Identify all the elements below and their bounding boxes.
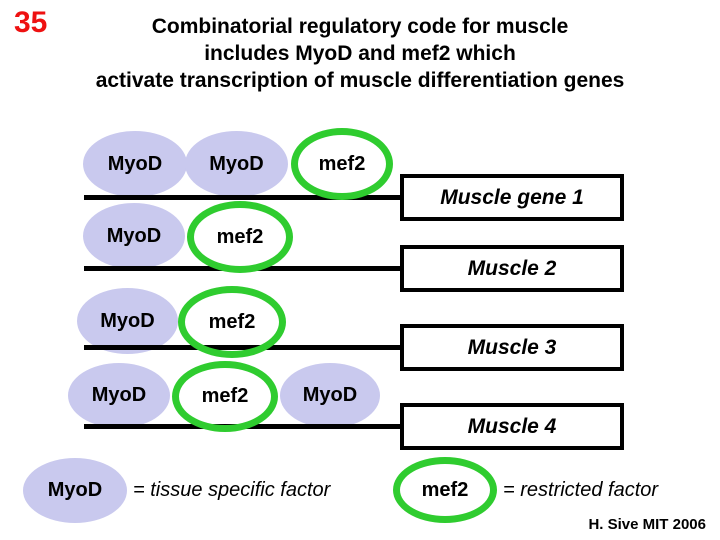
title-line-3: activate transcription of muscle differe… xyxy=(95,69,625,92)
gene-box-label: Muscle 3 xyxy=(467,335,557,359)
slide-title: Combinatorial regulatory code for muscle… xyxy=(0,13,720,94)
gene-box-1: Muscle gene 1 xyxy=(400,174,624,221)
mef2-ring: mef2 xyxy=(172,361,278,432)
gene-box-label: Muscle 2 xyxy=(467,256,557,280)
legend-mef2-ring: mef2 xyxy=(393,457,497,523)
myod-oval: MyoD xyxy=(77,288,178,354)
legend-mef2-description: = restricted factor xyxy=(503,478,659,501)
myod-oval: MyoD xyxy=(68,363,170,428)
myod-oval: MyoD xyxy=(83,203,185,269)
legend-myod-oval: MyoD xyxy=(23,458,127,523)
gene-box-label: Muscle 4 xyxy=(467,414,557,438)
dna-line-1 xyxy=(84,195,400,200)
mef2-ring: mef2 xyxy=(178,286,286,358)
credit-text: H. Sive MIT 2006 xyxy=(588,516,706,533)
slide-number: 35 xyxy=(14,6,48,39)
myod-oval: MyoD xyxy=(185,131,288,197)
gene-box-label: Muscle gene 1 xyxy=(440,185,584,209)
gene-box-2: Muscle 2 xyxy=(400,245,624,292)
title-line-1: Combinatorial regulatory code for muscle xyxy=(151,15,569,38)
title-line-2: includes MyoD and mef2 which xyxy=(204,42,516,65)
mef2-ring: mef2 xyxy=(291,128,393,200)
mef2-ring: mef2 xyxy=(187,201,293,273)
gene-box-3: Muscle 3 xyxy=(400,324,624,371)
myod-oval: MyoD xyxy=(280,363,380,428)
gene-box-4: Muscle 4 xyxy=(400,403,624,450)
legend-myod-description: = tissue specific factor xyxy=(133,479,331,501)
myod-oval: MyoD xyxy=(83,131,187,197)
